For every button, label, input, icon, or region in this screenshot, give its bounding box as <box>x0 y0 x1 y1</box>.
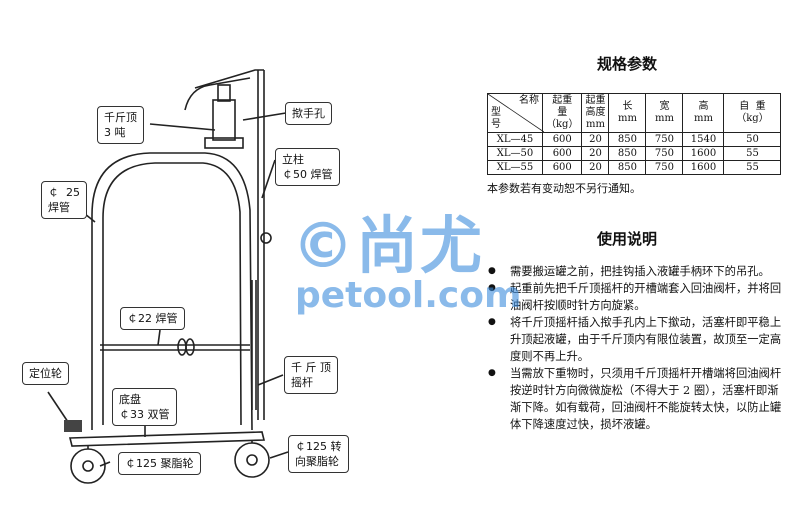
callout-frame: ￠ 25 焊管 <box>41 181 87 219</box>
watermark-url: petool.com <box>295 275 522 316</box>
table-cell: 850 <box>608 160 647 175</box>
frame-inner <box>102 162 242 426</box>
spec-header-model-bottom: 型 号 <box>491 107 501 130</box>
table-cell: 750 <box>645 132 684 147</box>
spec-header-cell: 长 mm <box>608 93 647 133</box>
callout-base: 底盘 ￠33 双管 <box>112 388 177 426</box>
table-cell: 1600 <box>682 160 725 175</box>
callout-column: 立柱 ￠50 焊管 <box>275 148 340 186</box>
table-cell: 20 <box>581 160 610 175</box>
spec-header-cell: 起重 量 （kg） <box>541 93 583 133</box>
spec-header-cell: 起重 高度 mm <box>581 93 610 133</box>
watermark-logo: ©尚尤 <box>292 209 485 282</box>
front-wheel <box>70 448 106 484</box>
usage-list: 需要搬运罐之前，把挂钩插入液罐手柄环下的吊孔。 起重前先把千斤顶摇杆的开槽端套入… <box>488 263 782 433</box>
table-cell: 600 <box>541 132 583 147</box>
table-cell: XL—45 <box>487 132 543 147</box>
callout-locating-wheel: 定位轮 <box>22 362 69 385</box>
list-item: 需要搬运罐之前，把挂钩插入液罐手柄环下的吊孔。 <box>488 263 782 280</box>
diagonal-line <box>488 94 544 132</box>
spec-title: 规格参数 <box>597 55 658 73</box>
table-cell: 850 <box>608 146 647 161</box>
table-cell: 1540 <box>682 132 725 147</box>
table-cell: 600 <box>541 146 583 161</box>
spec-header-cell: 宽 mm <box>645 93 684 133</box>
table-cell: 55 <box>723 160 782 175</box>
spec-header-cell: 高 mm <box>682 93 725 133</box>
callout-handle-hole: 揿手孔 <box>285 102 332 125</box>
table-cell: 1600 <box>682 146 725 161</box>
spec-note: 本参数若有变动恕不另行通知。 <box>487 182 641 195</box>
table-row: XL—55 600 20 850 750 1600 55 <box>487 160 782 175</box>
table-cell: 55 <box>723 146 782 161</box>
callout-jack-lever: 千 斤 顶 摇杆 <box>284 356 338 394</box>
table-row: XL—50 600 20 850 750 1600 55 <box>487 146 782 161</box>
spec-header-model: 名称 型 号 <box>487 93 544 133</box>
callout-jack: 千斤顶 3 吨 <box>97 106 144 144</box>
frame-outer <box>91 152 253 431</box>
rear-wheel <box>234 442 270 478</box>
spec-header-model-top: 名称 <box>519 95 539 106</box>
callout-front-wheel: ￠125 聚脂轮 <box>118 452 201 475</box>
callout-rear-wheel: ￠125 转 向聚脂轮 <box>288 435 349 473</box>
list-item: 将千斤顶摇杆插入揿手孔内上下撳动，活塞杆即平稳上升顶起液罐，由于千斤顶内有限位装… <box>488 314 782 365</box>
callout-crossbar: ￠22 焊管 <box>120 307 185 330</box>
list-item: 起重前先把千斤顶摇杆的开槽端套入回油阀杆，并将回油阀杆按顺时针方向旋紧。 <box>488 280 782 314</box>
table-cell: 750 <box>645 146 684 161</box>
list-item: 当需放下重物时，只须用千斤顶摇杆开槽端将回油阀杆按逆时针方向微微旋松（不得大于 … <box>488 365 782 433</box>
table-cell: 20 <box>581 132 610 147</box>
spec-header-cell: 自 重 （kg） <box>723 93 782 133</box>
table-cell: 750 <box>645 160 684 175</box>
table-cell: 600 <box>541 160 583 175</box>
table-cell: XL—50 <box>487 146 543 161</box>
base-tube <box>68 431 266 447</box>
spec-table: 名称 型 号 起重 量 （kg） 起重 高度 mm 长 mm 宽 mm 高 mm… <box>487 93 782 175</box>
table-row: XL—45 600 20 850 750 1540 50 <box>487 132 782 147</box>
table-cell: 20 <box>581 146 610 161</box>
table-cell: XL—55 <box>487 160 543 175</box>
usage-title: 使用说明 <box>597 230 658 248</box>
table-cell: 50 <box>723 132 782 147</box>
table-cell: 850 <box>608 132 647 147</box>
